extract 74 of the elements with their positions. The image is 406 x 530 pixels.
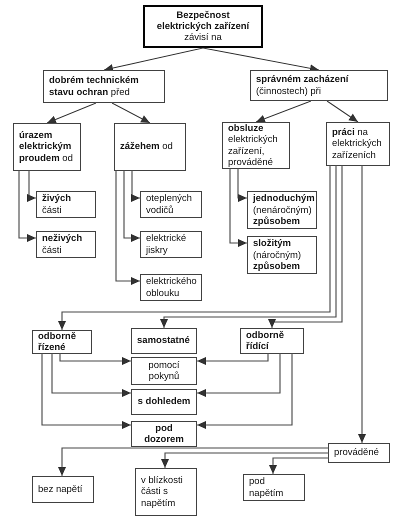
concept-box: [140, 231, 202, 258]
box-text: složitým (náročným) způsobem: [253, 238, 302, 272]
box-text: elektrické jiskry: [146, 233, 188, 256]
concept-box: [36, 191, 96, 218]
box-text: obsluze elektrických zařízení, prováděné: [228, 123, 279, 168]
concept-box: [247, 236, 317, 274]
arrow: [237, 169, 247, 202]
concept-box: [243, 474, 305, 501]
arrow: [131, 171, 140, 202]
arrow: [358, 166, 366, 443]
box-text: odborně řídící: [246, 330, 285, 352]
arrow: [326, 100, 358, 122]
arrow: [256, 100, 312, 123]
concept-box: [13, 123, 81, 171]
arrow: [123, 171, 140, 242]
concept-box: [250, 70, 388, 101]
box-text: v blízkosti části s napětím: [141, 475, 184, 509]
concept-box: [140, 274, 202, 301]
concept-box: [240, 328, 304, 354]
box-text: s dohledem: [138, 396, 190, 408]
box-text: oteplených vodičů: [146, 193, 193, 216]
box-text: závisí na: [184, 32, 222, 44]
box-text: odborně řízené: [38, 330, 77, 354]
arrow: [197, 354, 269, 365]
arrow: [41, 354, 131, 429]
box-text: pod dozorem: [143, 422, 185, 446]
arrow: [112, 102, 150, 124]
arrow: [58, 166, 331, 330]
arrow: [27, 171, 36, 202]
concept-box: [36, 231, 96, 258]
concept-box: [131, 389, 197, 415]
arrow: [268, 166, 343, 328]
arrow: [161, 452, 328, 468]
box-text: živých části: [42, 193, 72, 216]
concept-box: [131, 421, 197, 447]
concept-box: [114, 123, 186, 171]
concept-box: [326, 122, 390, 166]
concept-box: [43, 70, 165, 103]
box-text: pod napětím: [249, 476, 284, 499]
box-text: práci na elektrických zařízeních: [332, 127, 383, 161]
box-text: elektrického oblouku: [146, 276, 197, 299]
concept-box: [131, 328, 197, 354]
box-text: správném zacházení (činnostech) při: [256, 74, 350, 97]
arrow: [269, 457, 328, 474]
arrow: [115, 171, 140, 285]
arrow: [202, 47, 320, 72]
box-text: pomocí pokynů: [147, 360, 181, 382]
arrow: [197, 354, 293, 429]
title-box: [143, 5, 263, 48]
arrow: [160, 166, 337, 328]
box-text: neživých části: [42, 233, 84, 256]
arrow: [59, 354, 131, 365]
arrow: [18, 171, 36, 242]
concept-box: [32, 476, 94, 503]
box-text: zážehem od: [120, 141, 173, 152]
concept-box: [131, 357, 197, 385]
concept-box: [222, 122, 290, 169]
arrow: [197, 354, 281, 397]
box-text: dobrém technickém stavu ochran před: [49, 75, 140, 98]
concept-box: [328, 443, 390, 463]
concept-box: [32, 330, 92, 354]
concept-box: [140, 191, 202, 218]
arrow: [51, 354, 131, 397]
arrow: [58, 447, 328, 476]
arrow: [229, 169, 247, 247]
concept-box: [135, 468, 197, 516]
box-text: bez napětí: [38, 484, 82, 495]
concept-box: [247, 191, 317, 229]
box-text: úrazem elektrickým proudem od: [19, 130, 74, 164]
box-text: prováděné: [334, 447, 379, 458]
arrow: [104, 47, 204, 72]
box-text: samostatné: [137, 335, 190, 346]
box-text: jednoduchým (nenáročným) způsobem: [253, 193, 315, 227]
arrow: [46, 102, 96, 124]
